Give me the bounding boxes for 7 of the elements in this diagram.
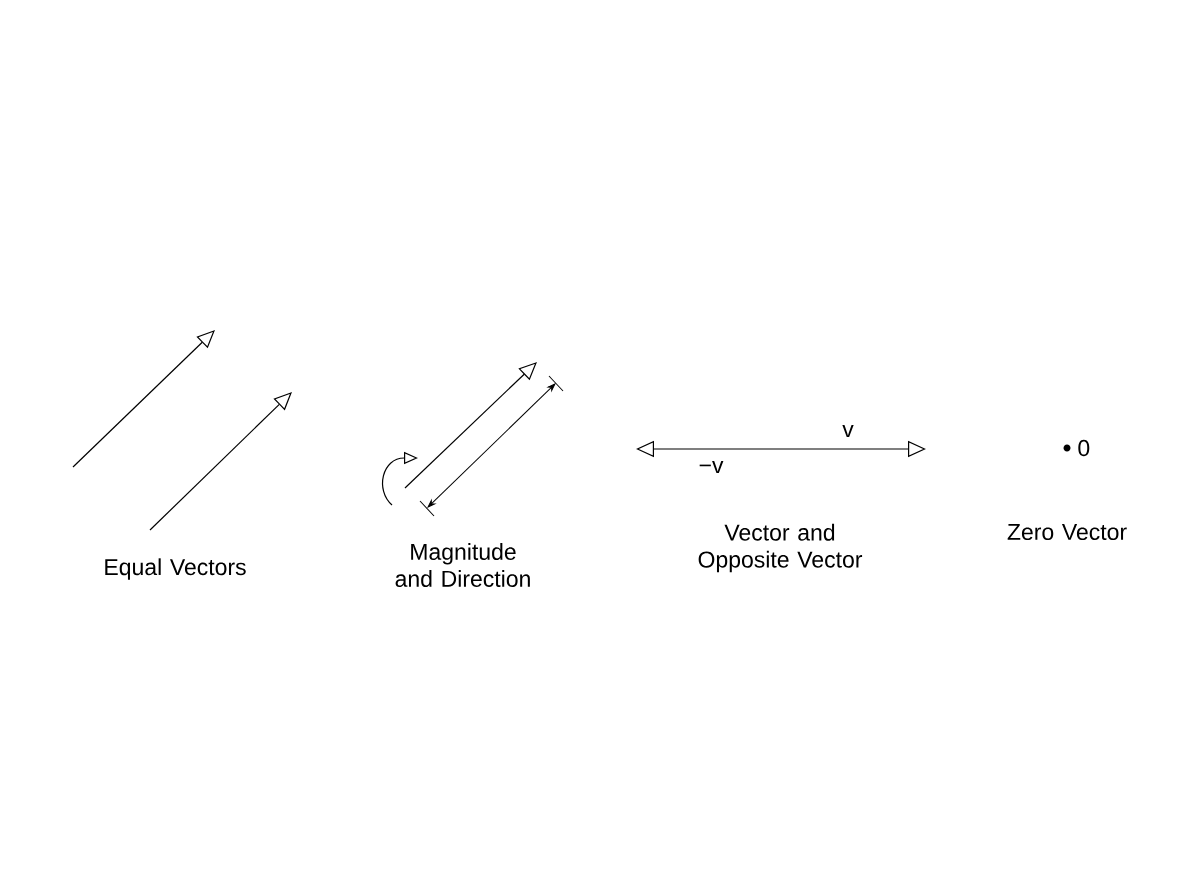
vector-label: 0 bbox=[1078, 439, 1090, 457]
caption: Vector and Opposite Vector bbox=[698, 523, 863, 573]
caption: Magnitude and Direction bbox=[395, 543, 530, 587]
vector-label: v bbox=[842, 424, 854, 438]
caption: Zero Vector bbox=[1007, 524, 1127, 541]
caption: Equal Vectors bbox=[105, 558, 246, 580]
vector-label: −v bbox=[699, 460, 724, 474]
